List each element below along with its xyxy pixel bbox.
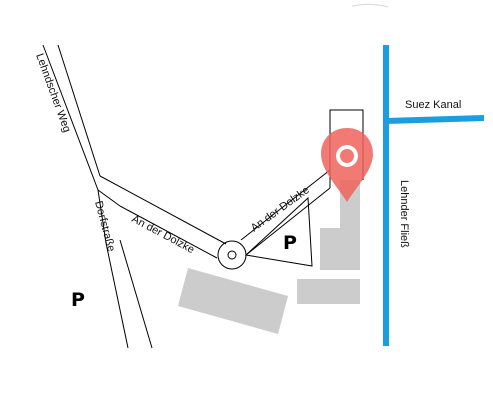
label-an-der-dolzke-east: An der Dolzke bbox=[249, 184, 312, 234]
road-junction-connector bbox=[97, 189, 121, 207]
parking-symbol-left: P bbox=[71, 289, 85, 311]
building-south bbox=[297, 279, 360, 304]
location-pin-icon[interactable] bbox=[321, 128, 373, 202]
turning-circle-inner bbox=[227, 250, 237, 260]
road-lehndscher-weg-west-edge bbox=[42, 44, 129, 349]
road-an-der-dolzke-west-lower bbox=[119, 205, 218, 259]
label-an-der-dolzke-west: An der Dolzke bbox=[130, 213, 197, 256]
road-an-der-dolzke-east-upper bbox=[240, 169, 331, 241]
building-main bbox=[320, 180, 360, 270]
road-dorfstrasse-east-edge bbox=[119, 239, 153, 349]
label-lehnder-fliess: Lehnder Fließ bbox=[398, 180, 410, 248]
parking-symbol-right: P bbox=[283, 232, 297, 254]
label-suez-kanal: Suez Kanal bbox=[405, 99, 461, 111]
buildings bbox=[178, 180, 360, 334]
building-large-southwest bbox=[178, 268, 288, 334]
label-lehndscher-weg: Lehndscher Weg bbox=[33, 52, 73, 134]
turning-circle-outer bbox=[217, 240, 247, 270]
label-dorfstrasse: Dorfstraße bbox=[92, 200, 117, 253]
road-lehndscher-weg-east-edge bbox=[57, 44, 101, 177]
location-pin-center bbox=[340, 149, 354, 163]
roads bbox=[42, 44, 364, 349]
waterways bbox=[383, 45, 485, 346]
parking-area-triangle bbox=[244, 196, 313, 267]
suez-kanal-stream bbox=[385, 115, 485, 124]
road-an-der-dolzke-west-upper bbox=[99, 175, 227, 245]
road-an-der-dolzke-east-lower bbox=[245, 187, 331, 256]
faint-sketch-mark bbox=[351, 3, 389, 8]
